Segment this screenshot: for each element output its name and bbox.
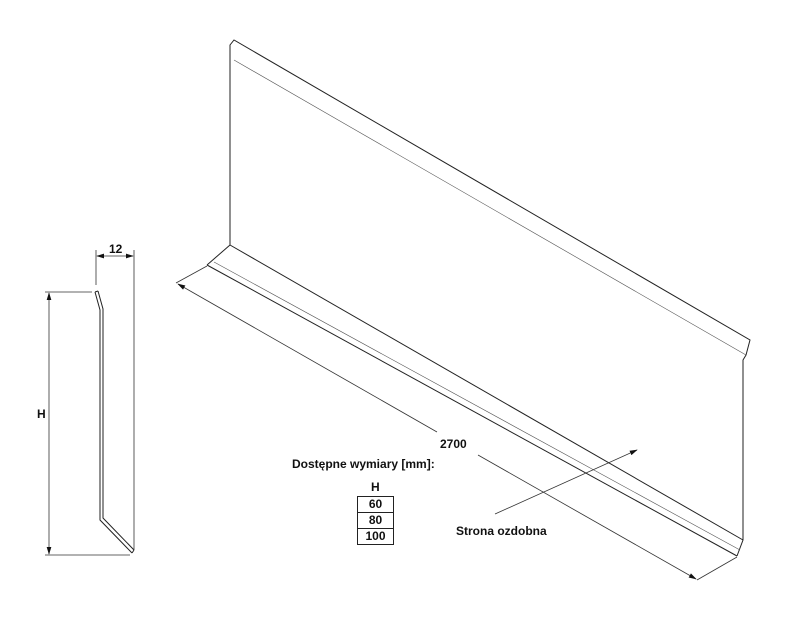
sizes-table-cell: 80: [357, 512, 394, 529]
skirting-board-3d: [206, 39, 751, 557]
height-dimension: [45, 291, 130, 556]
decorative-side-label: Strona ozdobna: [456, 524, 547, 538]
length-dimension: [175, 265, 738, 581]
width-label: 12: [109, 242, 123, 256]
width-dimension: [95, 250, 135, 550]
decorative-side-arrow: [494, 449, 638, 515]
sizes-table-cell: 60: [357, 496, 394, 513]
height-label: H: [37, 407, 46, 421]
length-label: 2700: [440, 437, 467, 451]
sizes-table-header: H: [371, 480, 380, 494]
sizes-table-cell: 100: [357, 528, 394, 545]
profile-section: [94, 290, 135, 554]
sizes-table-title: Dostępne wymiary [mm]:: [292, 457, 435, 471]
